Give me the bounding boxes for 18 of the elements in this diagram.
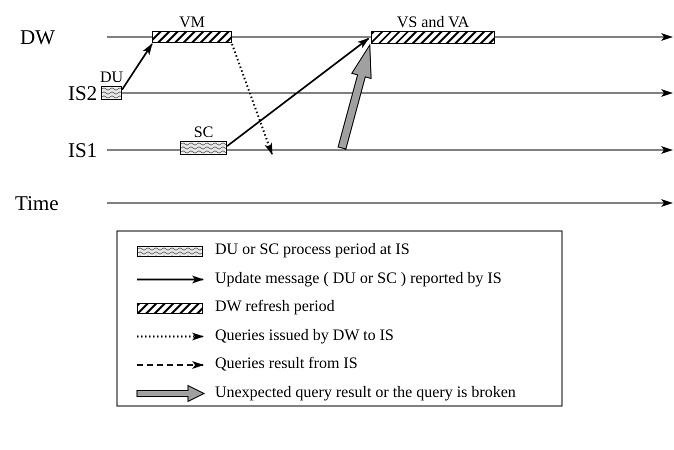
period-label: SC (194, 125, 214, 141)
period-label: VM (179, 15, 205, 31)
arrow (121, 43, 153, 90)
legend-text: Update message ( DU or SC ) reported by IS (215, 270, 502, 288)
legend-text: DW refresh period (215, 298, 335, 316)
legend-text: Queries issued by DW to IS (215, 326, 394, 344)
lane-label: Time (15, 191, 59, 216)
lane-label: IS2 (68, 81, 98, 106)
period-label: VS and VA (396, 15, 470, 31)
legend-text: Unexpected query result or the query is broken (215, 384, 516, 402)
period-label: DU (100, 70, 124, 86)
arrow (231, 44, 273, 155)
legend-text: DU or SC process period at IS (215, 241, 410, 259)
lane-label: IS1 (68, 138, 98, 163)
lane-label: DW (20, 25, 55, 50)
arrow (226, 38, 370, 147)
legend-text: Queries result from IS (215, 355, 358, 373)
block-arrow (337, 43, 372, 150)
